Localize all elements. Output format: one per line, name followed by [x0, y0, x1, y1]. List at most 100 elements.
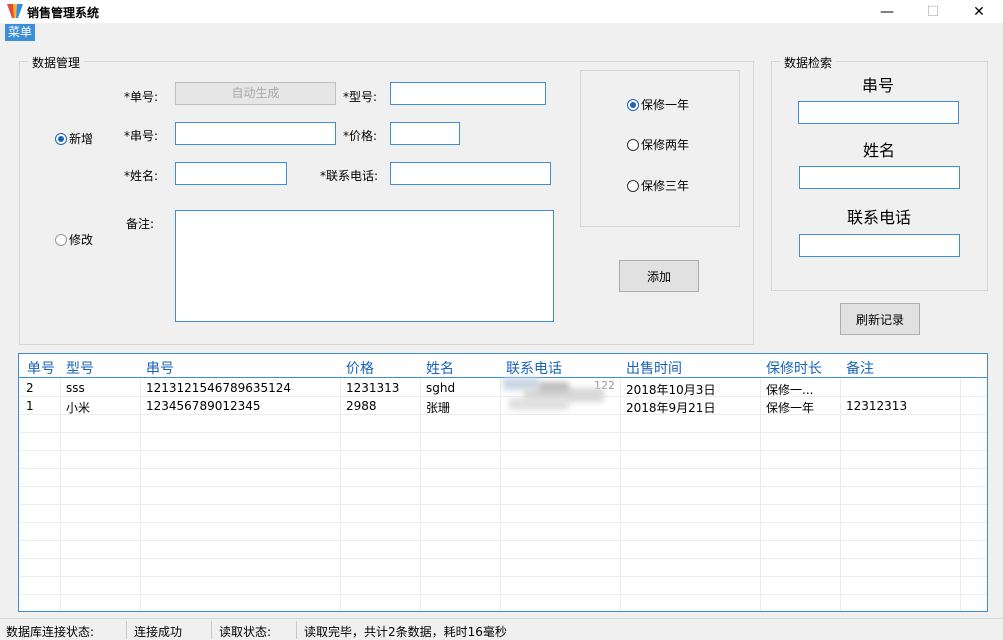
grid-col-separator [140, 378, 141, 611]
mode-edit-radio[interactable]: 修改 [55, 231, 93, 248]
table-row-1-sale-time[interactable]: 2018年10月3日 [626, 383, 716, 397]
table-row-1-serial[interactable]: 1213121546789635124 [146, 381, 292, 395]
phone-field[interactable] [390, 162, 551, 185]
name-label: *姓名: [124, 169, 159, 183]
status-separator [211, 621, 212, 639]
db-status-value: 连接成功 [134, 625, 183, 639]
grid-col-separator [60, 378, 61, 611]
col-header-price[interactable]: 价格 [346, 361, 374, 377]
search-phone-label: 联系电话 [846, 208, 911, 227]
table-row-2-serial[interactable]: 123456789012345 [146, 399, 261, 413]
search-name-input[interactable] [799, 166, 960, 189]
grid-row-separator [19, 522, 987, 523]
grid-row-separator [19, 432, 987, 433]
data-search-group: 数据检索 [771, 54, 988, 291]
table-row-1-warranty[interactable]: 保修一... [766, 383, 814, 397]
mode-edit-label: 修改 [69, 233, 94, 247]
warranty-2-radio[interactable]: 保修两年 [627, 136, 689, 153]
col-header-model[interactable]: 型号 [66, 361, 94, 377]
warranty-1-label: 保修一年 [641, 98, 690, 112]
window-title: 销售管理系统 [27, 6, 100, 20]
data-grid[interactable]: 单号 型号 串号 价格 姓名 联系电话 出售时间 保修时长 备注 2 sss 1… [18, 353, 988, 612]
col-header-phone[interactable]: 联系电话 [506, 361, 562, 377]
data-manage-legend: 数据管理 [28, 54, 85, 71]
table-row-1-order[interactable]: 2 [26, 381, 34, 395]
col-header-serial[interactable]: 串号 [146, 361, 174, 377]
app-logo-icon [7, 4, 23, 18]
radio-unchecked-icon [627, 138, 639, 151]
table-row-2-model[interactable]: 小米 [66, 401, 91, 415]
table-row-2-remark[interactable]: 12312313 [846, 399, 908, 413]
grid-row-separator [19, 450, 987, 451]
search-phone-input[interactable] [799, 234, 960, 257]
remark-label: 备注: [126, 217, 155, 231]
grid-row-separator [19, 540, 987, 541]
grid-col-separator [840, 378, 841, 611]
data-search-legend: 数据检索 [780, 54, 837, 71]
grid-col-separator [420, 378, 421, 611]
grid-row-separator [19, 486, 987, 487]
grid-row-separator [19, 504, 987, 505]
warranty-1-radio[interactable]: 保修一年 [627, 96, 689, 113]
table-row-1-name[interactable]: sghd [426, 381, 456, 395]
minimize-button[interactable]: — [880, 3, 894, 20]
col-header-sale-time[interactable]: 出售时间 [626, 361, 682, 377]
order-label: *单号: [124, 90, 159, 104]
grid-row-separator [19, 414, 987, 415]
phone-blur-mosaic [539, 382, 569, 392]
radio-unchecked-icon [55, 233, 67, 246]
name-field[interactable] [175, 162, 287, 185]
col-header-name[interactable]: 姓名 [426, 361, 454, 377]
warranty-3-label: 保修三年 [641, 179, 690, 193]
table-row-2-warranty[interactable]: 保修一年 [766, 401, 815, 415]
serial-field[interactable] [175, 122, 336, 145]
price-field[interactable] [390, 122, 460, 145]
table-row-1-price[interactable]: 1231313 [346, 381, 400, 395]
warranty-3-radio[interactable]: 保修三年 [627, 177, 689, 194]
table-row-1-model[interactable]: sss [66, 381, 85, 395]
model-label: *型号: [343, 90, 378, 104]
radio-unchecked-icon [627, 179, 639, 192]
status-separator [296, 621, 297, 639]
serial-label: *串号: [124, 129, 159, 143]
table-row-2-price[interactable]: 2988 [346, 399, 377, 413]
read-status-label: 读取状态: [219, 625, 272, 639]
mode-new-radio[interactable]: 新增 [55, 130, 93, 147]
phone-blur-mosaic [509, 398, 569, 410]
status-separator [126, 621, 127, 639]
add-button[interactable]: 添加 [619, 260, 699, 292]
mode-new-label: 新增 [69, 132, 94, 146]
grid-col-separator [960, 378, 961, 611]
table-row-2-order[interactable]: 1 [26, 399, 34, 413]
status-bar: 数据库连接状态: 连接成功 读取状态: 读取完毕，共计2条数据，耗时16毫秒 [0, 618, 1003, 640]
model-field[interactable] [390, 82, 546, 105]
grid-header: 单号 型号 串号 价格 姓名 联系电话 出售时间 保修时长 备注 [19, 354, 987, 378]
phone-blur-mosaic [503, 378, 539, 390]
title-bar: 销售管理系统 — ☐ ✕ [0, 0, 1003, 23]
menu-item-main[interactable]: 菜单 [5, 24, 36, 41]
maximize-button[interactable]: ☐ [926, 3, 940, 20]
search-serial-label: 串号 [861, 76, 894, 95]
price-label: *价格: [343, 129, 378, 143]
close-button[interactable]: ✕ [973, 3, 985, 20]
menu-bar: 菜单 [0, 23, 1003, 42]
col-header-order[interactable]: 单号 [27, 361, 55, 377]
search-serial-input[interactable] [798, 101, 959, 124]
remark-textarea[interactable] [175, 210, 554, 322]
grid-col-separator [340, 378, 341, 611]
col-header-remark[interactable]: 备注 [846, 361, 874, 377]
grid-col-separator [760, 378, 761, 611]
table-row-2-name[interactable]: 张珊 [426, 401, 451, 415]
refresh-button[interactable]: 刷新记录 [840, 303, 920, 335]
grid-row-separator [19, 396, 987, 397]
grid-col-separator [500, 378, 501, 611]
read-status-value: 读取完毕，共计2条数据，耗时16毫秒 [304, 625, 507, 639]
grid-row-separator [19, 576, 987, 577]
table-row-2-sale-time[interactable]: 2018年9月21日 [626, 401, 716, 415]
phone-label: *联系电话: [320, 169, 379, 183]
grid-row-separator [19, 558, 987, 559]
warranty-group [580, 70, 740, 227]
grid-row-separator [19, 468, 987, 469]
col-header-warranty[interactable]: 保修时长 [766, 361, 822, 377]
radio-checked-icon [627, 98, 639, 111]
